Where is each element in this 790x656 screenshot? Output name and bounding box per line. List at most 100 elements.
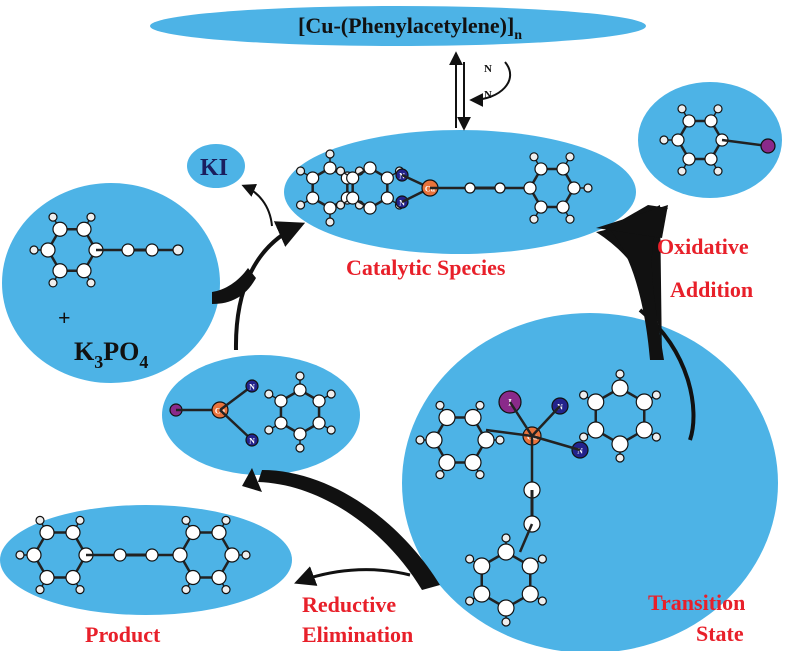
hydrogen-atom [495,435,505,445]
hydrogen-atom [29,245,39,255]
hydrogen-atom [537,554,547,564]
bond [219,409,253,441]
carbon-atom [611,435,629,453]
hydrogen-atom [579,390,589,400]
hydrogen-atom [221,515,231,525]
hydrogen-atom [713,104,723,114]
hydrogen-atom [475,470,485,480]
carbon-atom [477,431,495,449]
hydrogen-atom [435,400,445,410]
hydrogen-atom [326,425,336,435]
bond [485,428,533,438]
carbon-atom [523,181,537,195]
carbon-atom [380,191,394,205]
hydrogen-atom [615,369,625,379]
molecule-drawings: NNCuCuNNICuNN [15,104,776,627]
carbon-atom [39,524,55,541]
hydrogen-atom [659,135,669,145]
carbon-atom [76,263,92,279]
hydrogen-atom [465,596,475,606]
hydrogen-atom [15,550,25,560]
kI-blob [187,144,245,188]
reductive-elimination-arrow [258,470,440,590]
carbon-atom [534,200,548,214]
carbon-atom [26,547,42,563]
carbon-atom [211,524,227,541]
state-label: State [696,621,744,646]
top-blob [150,6,646,46]
carbon-atom [497,599,515,617]
hydrogen-atom [295,371,305,381]
carbon-atom [274,416,288,430]
carbon-atom [556,200,570,214]
hydrogen-atom [677,166,687,176]
carbon-atom [521,557,539,575]
ligand-n1: N [484,63,492,75]
carbon-atom [185,569,201,586]
carbon-atom [39,569,55,586]
hydrogen-atom [75,515,85,525]
carbon-atom [224,547,240,563]
carbon-atom [635,421,653,439]
hydrogen-atom [529,214,539,224]
bond [508,401,534,437]
carbon-atom [587,393,605,411]
carbon-atom [346,191,360,205]
carbon-atom [438,408,456,427]
carbon-atom [521,585,539,603]
hydrogen-atom [435,470,445,480]
hydrogen-atom [501,617,511,627]
ligand-exchange-arrow [469,61,512,107]
carbon-atom [494,182,506,194]
bond [518,523,534,553]
product-release-arrow [294,566,411,586]
hydrogen-atom [181,515,191,525]
nitrogen-atom [245,379,259,393]
nitrogen-atom-label: N [249,383,255,392]
hydrogen-atom [241,550,251,560]
carbon-atom [185,524,201,541]
carbon-atom [293,383,307,397]
carbon-atom [363,201,377,215]
hydrogen-atom [529,152,539,162]
carbon-atom [635,393,653,411]
carbon-atom [534,162,548,176]
hydrogen-atom [48,278,58,288]
product-label: Product [85,622,161,647]
hydrogen-atom [48,212,58,222]
carbon-atom [464,182,476,194]
carbon-atom [473,557,491,575]
carbon-atom [682,152,696,166]
carbon-atom [567,181,581,195]
hydrogen-atom [713,166,723,176]
hydrogen-atom [35,585,45,595]
base-label: K3PO4 [74,337,148,372]
hydrogen-atom [264,425,274,435]
transition-label: Transition [648,590,745,615]
carbon-atom [473,585,491,603]
hydrogen-atom [325,217,335,227]
carbon-atom [671,133,685,147]
hydrogen-atom [326,389,336,399]
hydrogen-atom [501,533,511,543]
ki-label: KI [200,155,228,181]
hydrogen-atom [35,515,45,525]
hydrogen-atom [335,166,346,176]
catalytic-species-blob [284,130,636,254]
carbon-atom [312,394,326,408]
carbon-atom [145,548,159,562]
oxidative-label: Oxidative [657,234,749,259]
carbon-atom [611,379,629,397]
nitrogen-atom-label: N [577,447,583,456]
ki-release-arrow [241,183,273,227]
hydrogen-atom [172,244,184,256]
bond [531,434,581,452]
transition-state-blob [402,313,778,653]
carbon-atom [497,543,515,561]
carbon-atom [293,427,307,441]
intermediate-blob [162,355,360,475]
hydrogen-atom [295,200,306,210]
hydrogen-atom [475,400,485,410]
hydrogen-atom [335,200,346,210]
